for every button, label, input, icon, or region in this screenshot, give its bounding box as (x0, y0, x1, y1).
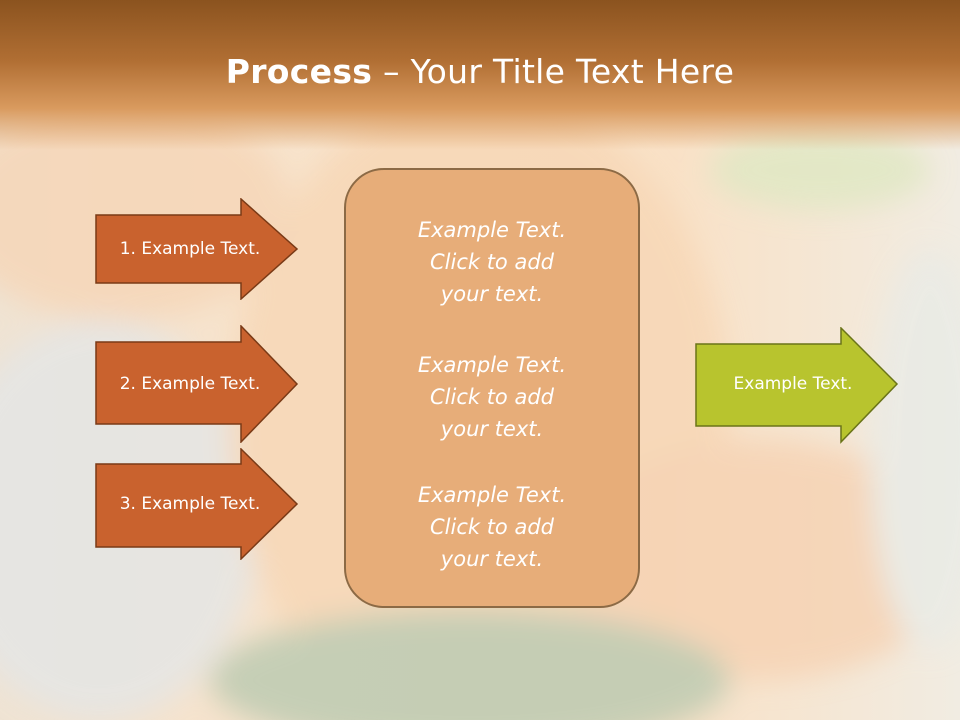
step-arrow-2[interactable]: 2. Example Text. (95, 325, 299, 443)
step-arrow-3[interactable]: 3. Example Text. (95, 448, 299, 560)
step-arrow-label: 1. Example Text. (119, 239, 261, 259)
paragraph-line: Example Text. (417, 218, 567, 242)
paragraph-line: Click to add (429, 515, 554, 539)
paragraph-line: your text. (440, 282, 544, 306)
step-arrow-1[interactable]: 1. Example Text. (95, 198, 299, 300)
paragraph-2: Example Text. Click to add your text. (346, 349, 638, 445)
title-bold: Process (225, 52, 373, 91)
paragraph-line: Click to add (429, 250, 554, 274)
paragraph-line: your text. (440, 547, 544, 571)
step-arrow-label: 3. Example Text. (119, 494, 261, 514)
paragraph-1: Example Text. Click to add your text. (346, 214, 638, 310)
slide-title: Process – Your Title Text Here (0, 52, 960, 91)
paragraph-3: Example Text. Click to add your text. (346, 479, 638, 575)
paragraph-line: your text. (440, 417, 544, 441)
output-arrow[interactable]: Example Text. (695, 327, 899, 445)
output-arrow-label: Example Text. (733, 374, 853, 394)
title-bar (0, 0, 960, 150)
paragraph-line: Click to add (429, 385, 554, 409)
paragraph-line: Example Text. (417, 353, 567, 377)
center-text-box[interactable]: Example Text. Click to add your text. Ex… (344, 168, 640, 608)
title-rest: – Your Title Text Here (372, 52, 735, 91)
paragraph-line: Example Text. (417, 483, 567, 507)
step-arrow-label: 2. Example Text. (119, 374, 261, 394)
